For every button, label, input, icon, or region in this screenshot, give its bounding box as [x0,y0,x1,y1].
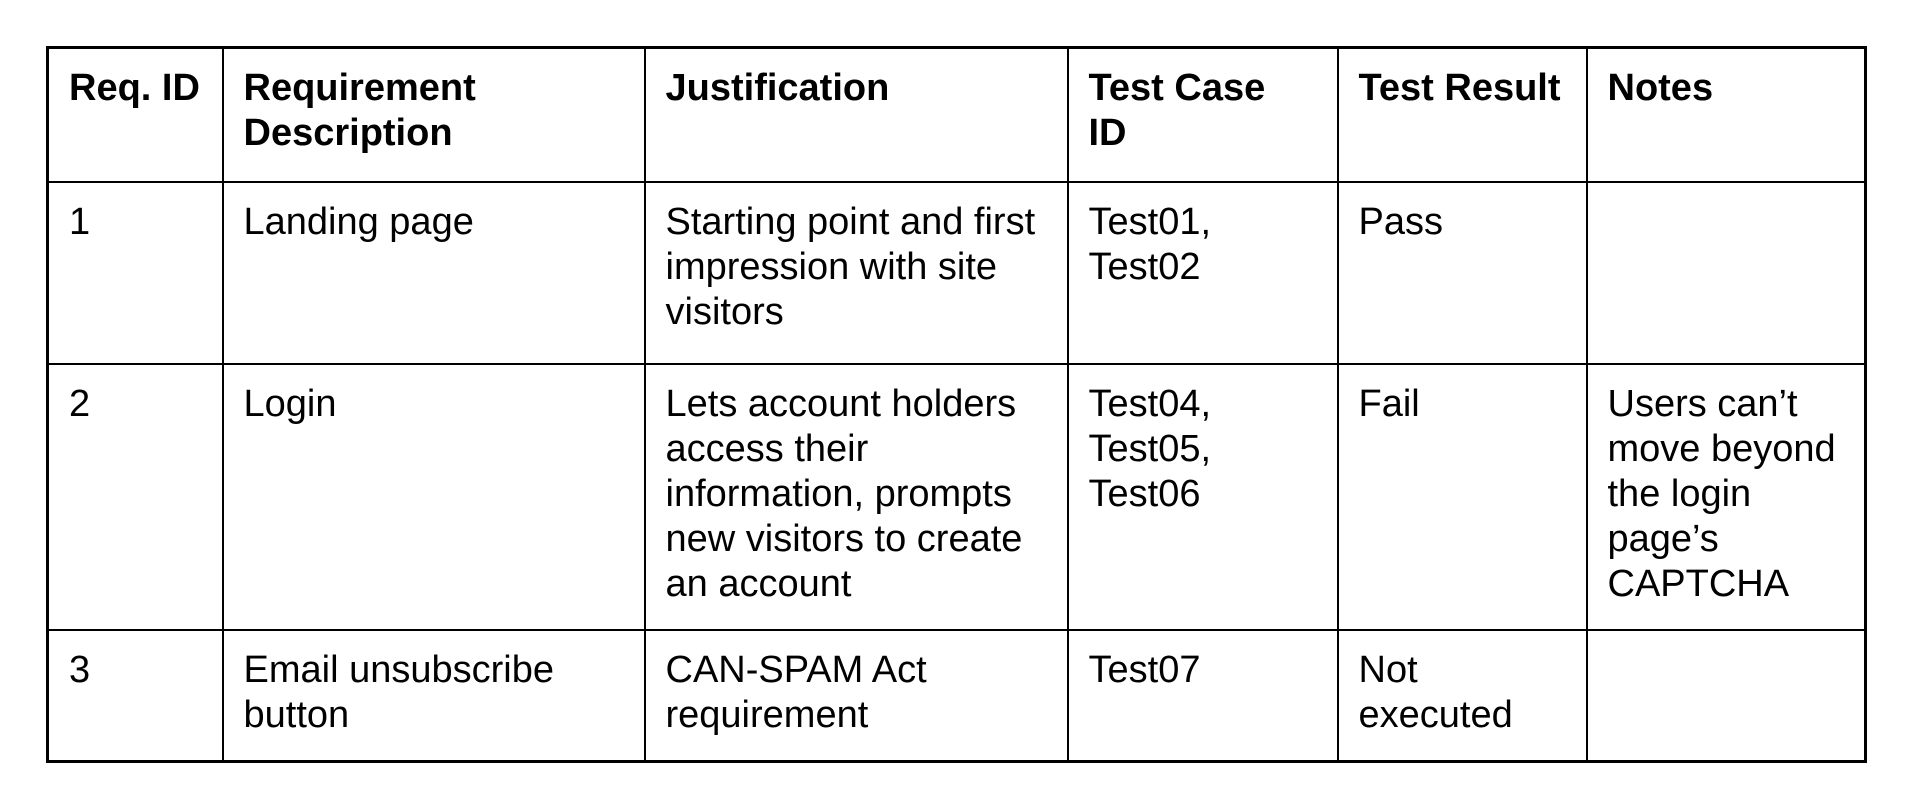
notes-cell [1585,628,1867,763]
requirement-description-cell: Email unsubscribe button [221,628,646,763]
table-header-row: Req. ID Requirement Description Justific… [46,46,1867,183]
test-result-cell: Not executed [1336,628,1588,763]
requirement-description-cell: Landing page [221,180,646,365]
requirement-description-cell: Login [221,362,646,631]
req-id-cell: 1 [46,180,224,365]
notes-cell: Users can’t move beyond the login page’s… [1585,362,1867,631]
justification-cell: Starting point and first impression with… [643,180,1069,365]
test-result-cell: Pass [1336,180,1588,365]
table-row: 3 Email unsubscribe button CAN-SPAM Act … [46,628,1867,763]
table-row: 2 Login Lets account holders access thei… [46,362,1867,631]
column-header-test-case-id: Test Case ID [1066,46,1339,183]
justification-cell: CAN-SPAM Act requirement [643,628,1069,763]
table-row: 1 Landing page Starting point and first … [46,180,1867,365]
test-case-id-cell: Test01, Test02 [1066,180,1339,365]
notes-cell [1585,180,1867,365]
column-header-test-result: Test Result [1336,46,1588,183]
test-case-id-cell: Test07 [1066,628,1339,763]
req-id-cell: 2 [46,362,224,631]
requirements-traceability-table: Req. ID Requirement Description Justific… [46,46,1867,763]
column-header-notes: Notes [1585,46,1867,183]
column-header-justification: Justification [643,46,1069,183]
justification-cell: Lets account holders access their inform… [643,362,1069,631]
test-case-id-cell: Test04, Test05, Test06 [1066,362,1339,631]
test-result-cell: Fail [1336,362,1588,631]
req-id-cell: 3 [46,628,224,763]
column-header-requirement-description: Requirement Description [221,46,646,183]
column-header-req-id: Req. ID [46,46,224,183]
